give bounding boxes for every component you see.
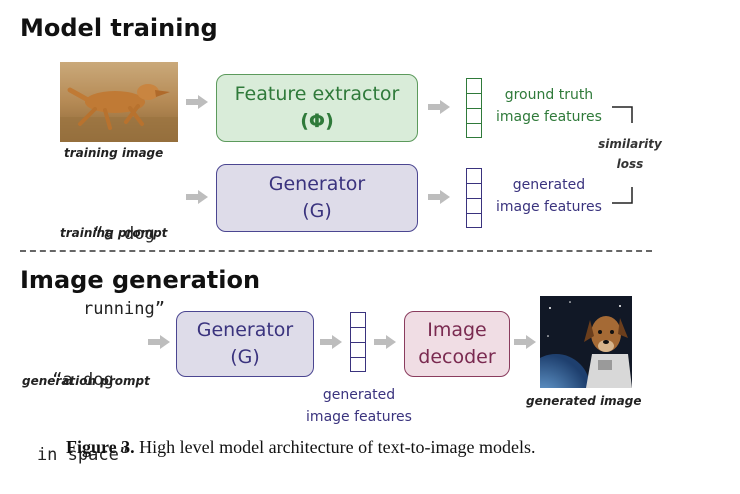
loss-line2: loss [616, 157, 644, 171]
generation-prompt: “a dog in space” [18, 318, 148, 493]
generated-image [540, 296, 632, 388]
gt-feature-vector [466, 78, 482, 138]
gt-features-line1: ground truth [504, 87, 594, 103]
generator-label: Generator [268, 173, 366, 195]
section-title-training: Model training [20, 14, 218, 42]
generated-features-label-generation: generated image features [300, 384, 418, 428]
arrow-icon [186, 95, 208, 109]
arrow-icon [428, 190, 450, 204]
generated-features-label-training: generated image features [496, 174, 602, 218]
generator-box-training: Generator (G) [216, 164, 418, 232]
generator-label: Generator [196, 319, 294, 341]
gt-features-label: ground truth image features [496, 84, 602, 128]
arrow-icon [374, 335, 396, 349]
generated-feature-vector-training [466, 168, 482, 228]
training-image-caption: training image [64, 146, 164, 160]
generator-symbol: (G) [302, 200, 332, 222]
arrow-icon [186, 190, 208, 204]
section-divider [20, 250, 652, 252]
training-image [60, 62, 178, 142]
image-decoder-box: Image decoder [404, 311, 510, 377]
training-prompt: “a dog running” [64, 172, 184, 347]
gt-features-line2: image features [496, 109, 602, 125]
generated-image-caption: generated image [526, 394, 642, 408]
decoder-line2: decoder [418, 346, 496, 368]
generated-feature-vector-generation [350, 312, 366, 372]
section-title-generation: Image generation [20, 266, 261, 294]
arrow-icon [320, 335, 342, 349]
training-prompt-line2: running” [83, 299, 165, 319]
features-line2: image features [306, 409, 412, 425]
generation-prompt-caption: generation prompt [22, 374, 150, 388]
loss-line1: similarity [598, 137, 662, 151]
gen-features-line2: image features [496, 199, 602, 215]
decoder-line1: Image [427, 319, 487, 341]
generator-symbol: (G) [230, 346, 260, 368]
feature-extractor-symbol: (Φ) [300, 110, 334, 132]
gen-features-line1: generated [512, 177, 586, 193]
arrow-icon [148, 335, 170, 349]
feature-extractor-box: Feature extractor (Φ) [216, 74, 418, 142]
similarity-loss-label: similarity loss [594, 134, 666, 174]
figure-caption: Figure 3. High level model architecture … [66, 437, 536, 458]
features-line1: generated [322, 387, 396, 403]
training-prompt-caption: training prompt [60, 226, 168, 240]
arrow-icon [428, 100, 450, 114]
figure-label: Figure 3. [66, 437, 135, 457]
loss-bracket [612, 106, 633, 204]
arrow-icon [514, 335, 536, 349]
generation-prompt-line1: “a dog [52, 370, 114, 390]
generator-box-generation: Generator (G) [176, 311, 314, 377]
training-prompt-line1: “a dog [93, 224, 155, 244]
generation-prompt-line2: in space” [36, 445, 130, 465]
feature-extractor-label: Feature extractor [234, 83, 400, 105]
figure-caption-text: High level model architecture of text-to… [134, 437, 536, 457]
